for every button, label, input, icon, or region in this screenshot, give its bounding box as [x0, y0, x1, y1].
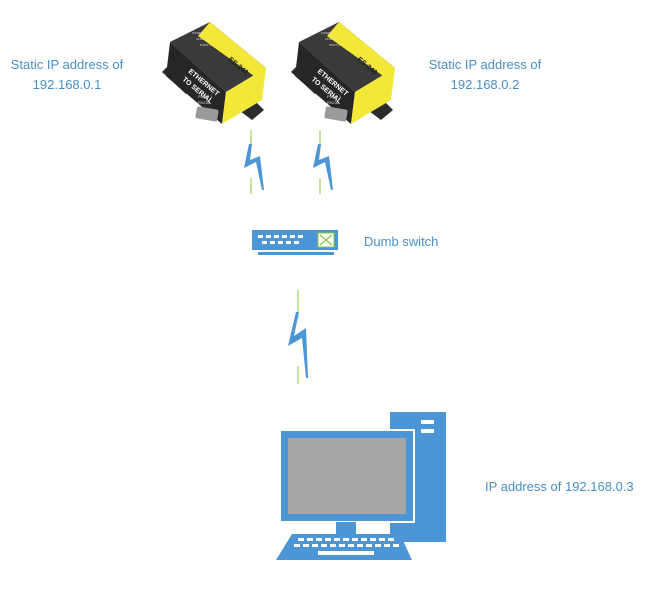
left-device-label-line1: Static IP address of [10, 57, 124, 72]
lightning-bolt-icon [313, 144, 333, 190]
ethernet-serial-converter-left: ETHERNET TO SERIAL ES-246 PORT 1 RS232 P… [158, 20, 270, 132]
computer-label: IP address of 192.168.0.3 [485, 479, 634, 494]
network-switch-icon [252, 230, 338, 255]
desktop-computer-icon [276, 412, 446, 560]
converter-right-top-1: POWER [321, 31, 333, 35]
link-left-device-to-switch [244, 130, 264, 194]
converter-right-top-2: LINK/ACT [325, 37, 339, 41]
right-device-label-line2: 192.168.0.2 [450, 77, 520, 92]
converter-left-top-1: POWER [192, 31, 204, 35]
left-device-label-line2: 192.168.0.1 [32, 77, 102, 92]
lightning-bolt-icon [288, 312, 308, 378]
link-right-device-to-switch [313, 130, 333, 194]
link-switch-to-computer [288, 290, 308, 384]
converter-right-port-1: PORT 1 [327, 94, 342, 99]
converter-right-port-2: RS232 [327, 100, 340, 105]
left-device-label: Static IP address of 192.168.0.1 [2, 55, 132, 95]
right-device-label-line1: Static IP address of [428, 57, 542, 72]
converter-left-top-2: LINK/ACT [196, 37, 210, 41]
lightning-bolt-icon [244, 144, 264, 190]
ethernet-serial-converter-right: ETHERNET TO SERIAL ES-246 PORT 1 RS232 P… [287, 20, 399, 132]
right-device-label: Static IP address of 192.168.0.2 [420, 55, 550, 95]
screen [288, 438, 406, 514]
converter-left-port-2: RS232 [198, 100, 211, 105]
converter-left-top-3: PORT 1 [200, 43, 211, 47]
converter-right-top-3: PORT 1 [329, 43, 340, 47]
converter-left-port-1: PORT 1 [198, 94, 213, 99]
switch-label: Dumb switch [364, 234, 439, 249]
